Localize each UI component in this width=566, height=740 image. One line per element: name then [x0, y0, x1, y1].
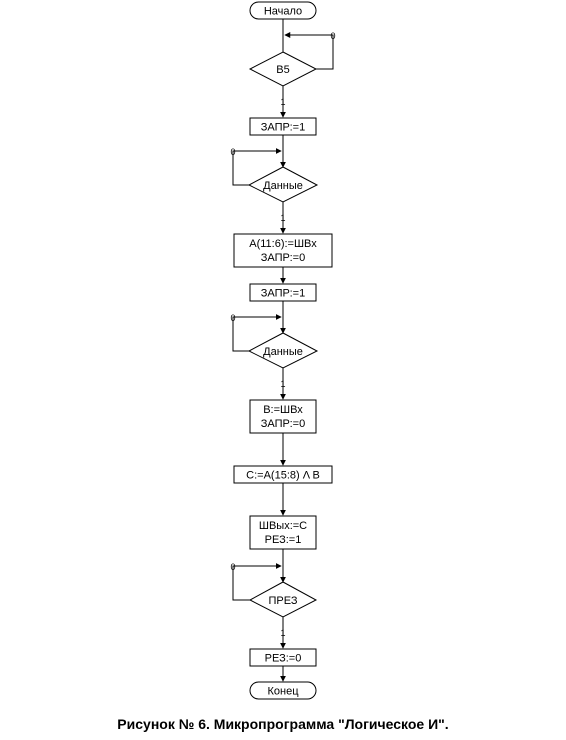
b5-yes-label: 1	[280, 97, 285, 107]
zapr1-a-label: ЗАПР:=1	[261, 122, 305, 134]
box-a-line2: ЗАПР:=0	[261, 252, 305, 264]
prez-yes-label: 1	[280, 628, 285, 638]
data-b-no-label: 0	[230, 313, 235, 323]
rez0-label: РЕЗ:=0	[265, 653, 302, 665]
prez-no-label: 0	[230, 562, 235, 572]
end-label: Конец	[267, 686, 299, 698]
condition-data-a-label: Данные	[263, 180, 303, 192]
end-terminal	[249, 681, 317, 700]
box-a-line1: A(11:6):=ШВх	[249, 238, 317, 250]
figure-caption: Рисунок № 6. Микропрограмма "Логическое …	[117, 716, 449, 732]
zapr1-b-label: ЗАПР:=1	[261, 288, 305, 300]
box-a-assign	[233, 233, 333, 268]
box-b-assign	[249, 399, 317, 434]
box-output	[249, 515, 317, 550]
start-label: Начало	[264, 6, 302, 18]
box-b-line2: ЗАПР:=0	[261, 418, 305, 430]
data-a-yes-label: 1	[280, 213, 285, 223]
data-a-no-label: 0	[230, 147, 235, 157]
box-output-line2: РЕЗ:=1	[265, 534, 302, 546]
box-b-line1: В:=ШВх	[263, 404, 303, 416]
condition-data-b-label: Данные	[263, 346, 303, 358]
condition-prez-label: ПРЕЗ	[269, 595, 298, 607]
condition-b5-label: В5	[276, 64, 289, 76]
box-output-line1: ШВых:=С	[259, 520, 307, 532]
b5-no-label: 0	[330, 31, 335, 41]
data-b-yes-label: 1	[280, 379, 285, 389]
box-c-label: С:=A(15:8) Λ В	[246, 470, 320, 482]
